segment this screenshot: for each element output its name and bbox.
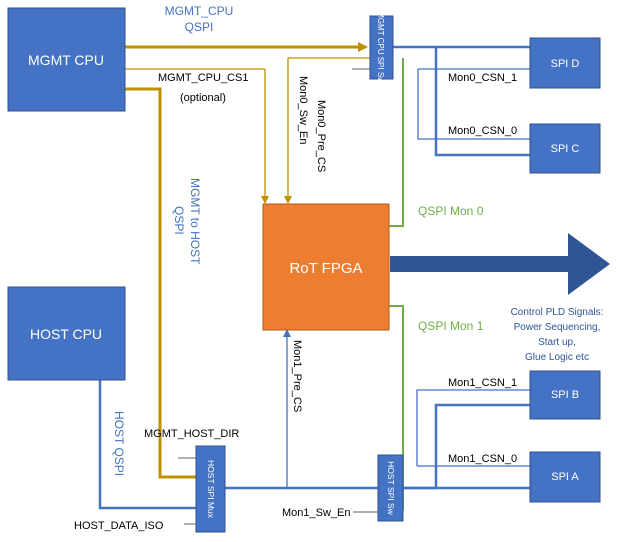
mon0-csn-0-label: Mon0_CSN_0 xyxy=(448,125,517,137)
spi-b-label: SPI B xyxy=(551,389,579,401)
spi-c-label: SPI C xyxy=(551,143,580,155)
mon1-csn-1-line xyxy=(416,389,530,466)
mon1-sw-en-label: Mon1_Sw_En xyxy=(282,507,351,519)
start-up-label: Start up, xyxy=(538,337,576,348)
host-cpu-label: HOST CPU xyxy=(30,326,102,342)
mon0-sw-en-label: Mon0_Sw_En xyxy=(297,76,309,145)
spi-c-block: SPI C xyxy=(529,123,601,174)
spi-b-block: SPI B xyxy=(529,370,601,420)
mgmt-to-host-qspi-label: MGMT to HOST xyxy=(188,178,202,265)
host-spi-sw-label: HOST SPI Sw xyxy=(386,461,396,516)
mgmt-cpu-cs1-label: MGMT_CPU_CS1 xyxy=(158,72,248,84)
host-data-iso-label: HOST_DATA_ISO xyxy=(74,520,164,532)
mgmt-cpu-spi-sw-block: MGMT CPU SPI Sw xyxy=(369,11,394,83)
mon1-csn-1-label: Mon1_CSN_1 xyxy=(448,377,517,389)
host-sw-to-spi-b-line xyxy=(403,403,530,490)
mgmt-sw-to-spi-c-line xyxy=(434,47,530,157)
host-spi-mux-block: HOST SPI Mux xyxy=(195,445,226,533)
rot-fpga-label: RoT FPGA xyxy=(289,260,362,277)
qspi-mon1-line xyxy=(389,305,404,510)
spi-a-label: SPI A xyxy=(551,471,579,483)
rot-fpga-block: RoT FPGA xyxy=(262,203,390,331)
spi-d-block: SPI D xyxy=(529,37,601,89)
optional-label: (optional) xyxy=(180,92,226,104)
qspi-mon0-line xyxy=(389,58,404,227)
mon0-csn-1-label: Mon0_CSN_1 xyxy=(448,72,517,84)
mon0-pre-cs-label: Mon0_Pre_CS xyxy=(315,100,327,172)
control-signals-arrow xyxy=(390,233,610,295)
host-spi-mux-label: HOST SPI Mux xyxy=(206,460,216,519)
host-cpu-block: HOST CPU xyxy=(7,286,126,381)
mon1-csn-0-label: Mon1_CSN_0 xyxy=(448,453,517,465)
mgmt-cpu-qspi-label-2: QSPI xyxy=(185,20,214,34)
host-qspi-line xyxy=(98,380,196,510)
mgmt-to-host-qspi-line xyxy=(125,87,196,479)
mgmt-cpu-qspi-label: MGMT_CPU xyxy=(165,4,234,18)
mgmt-to-host-qspi-label-2: QSPI xyxy=(172,206,186,235)
mgmt-cpu-label: MGMT CPU xyxy=(28,52,104,68)
mgmt-cpu-block: MGMT CPU xyxy=(7,7,126,112)
qspi-mon0-label: QSPI Mon 0 xyxy=(418,204,484,218)
host-qspi-label: HOST QSPI xyxy=(112,411,126,476)
mgmt-host-dir-label: MGMT_HOST_DIR xyxy=(144,428,239,440)
mon0-csn-0-line xyxy=(417,69,530,140)
host-spi-sw-block: HOST SPI Sw xyxy=(377,454,404,522)
spi-a-block: SPI A xyxy=(529,451,601,503)
mgmt-cpu-spi-sw-label: MGMT CPU SPI Sw xyxy=(376,11,385,83)
spi-d-label: SPI D xyxy=(551,58,580,70)
power-sequencing-label: Power Sequencing, xyxy=(514,322,601,333)
glue-logic-label: Glue Logic etc xyxy=(525,352,589,363)
qspi-mon1-label: QSPI Mon 1 xyxy=(418,319,484,333)
control-signals-label: Control PLD Signals: xyxy=(511,307,604,318)
mon1-pre-cs-label: Mon1_Pre_CS xyxy=(291,340,303,412)
